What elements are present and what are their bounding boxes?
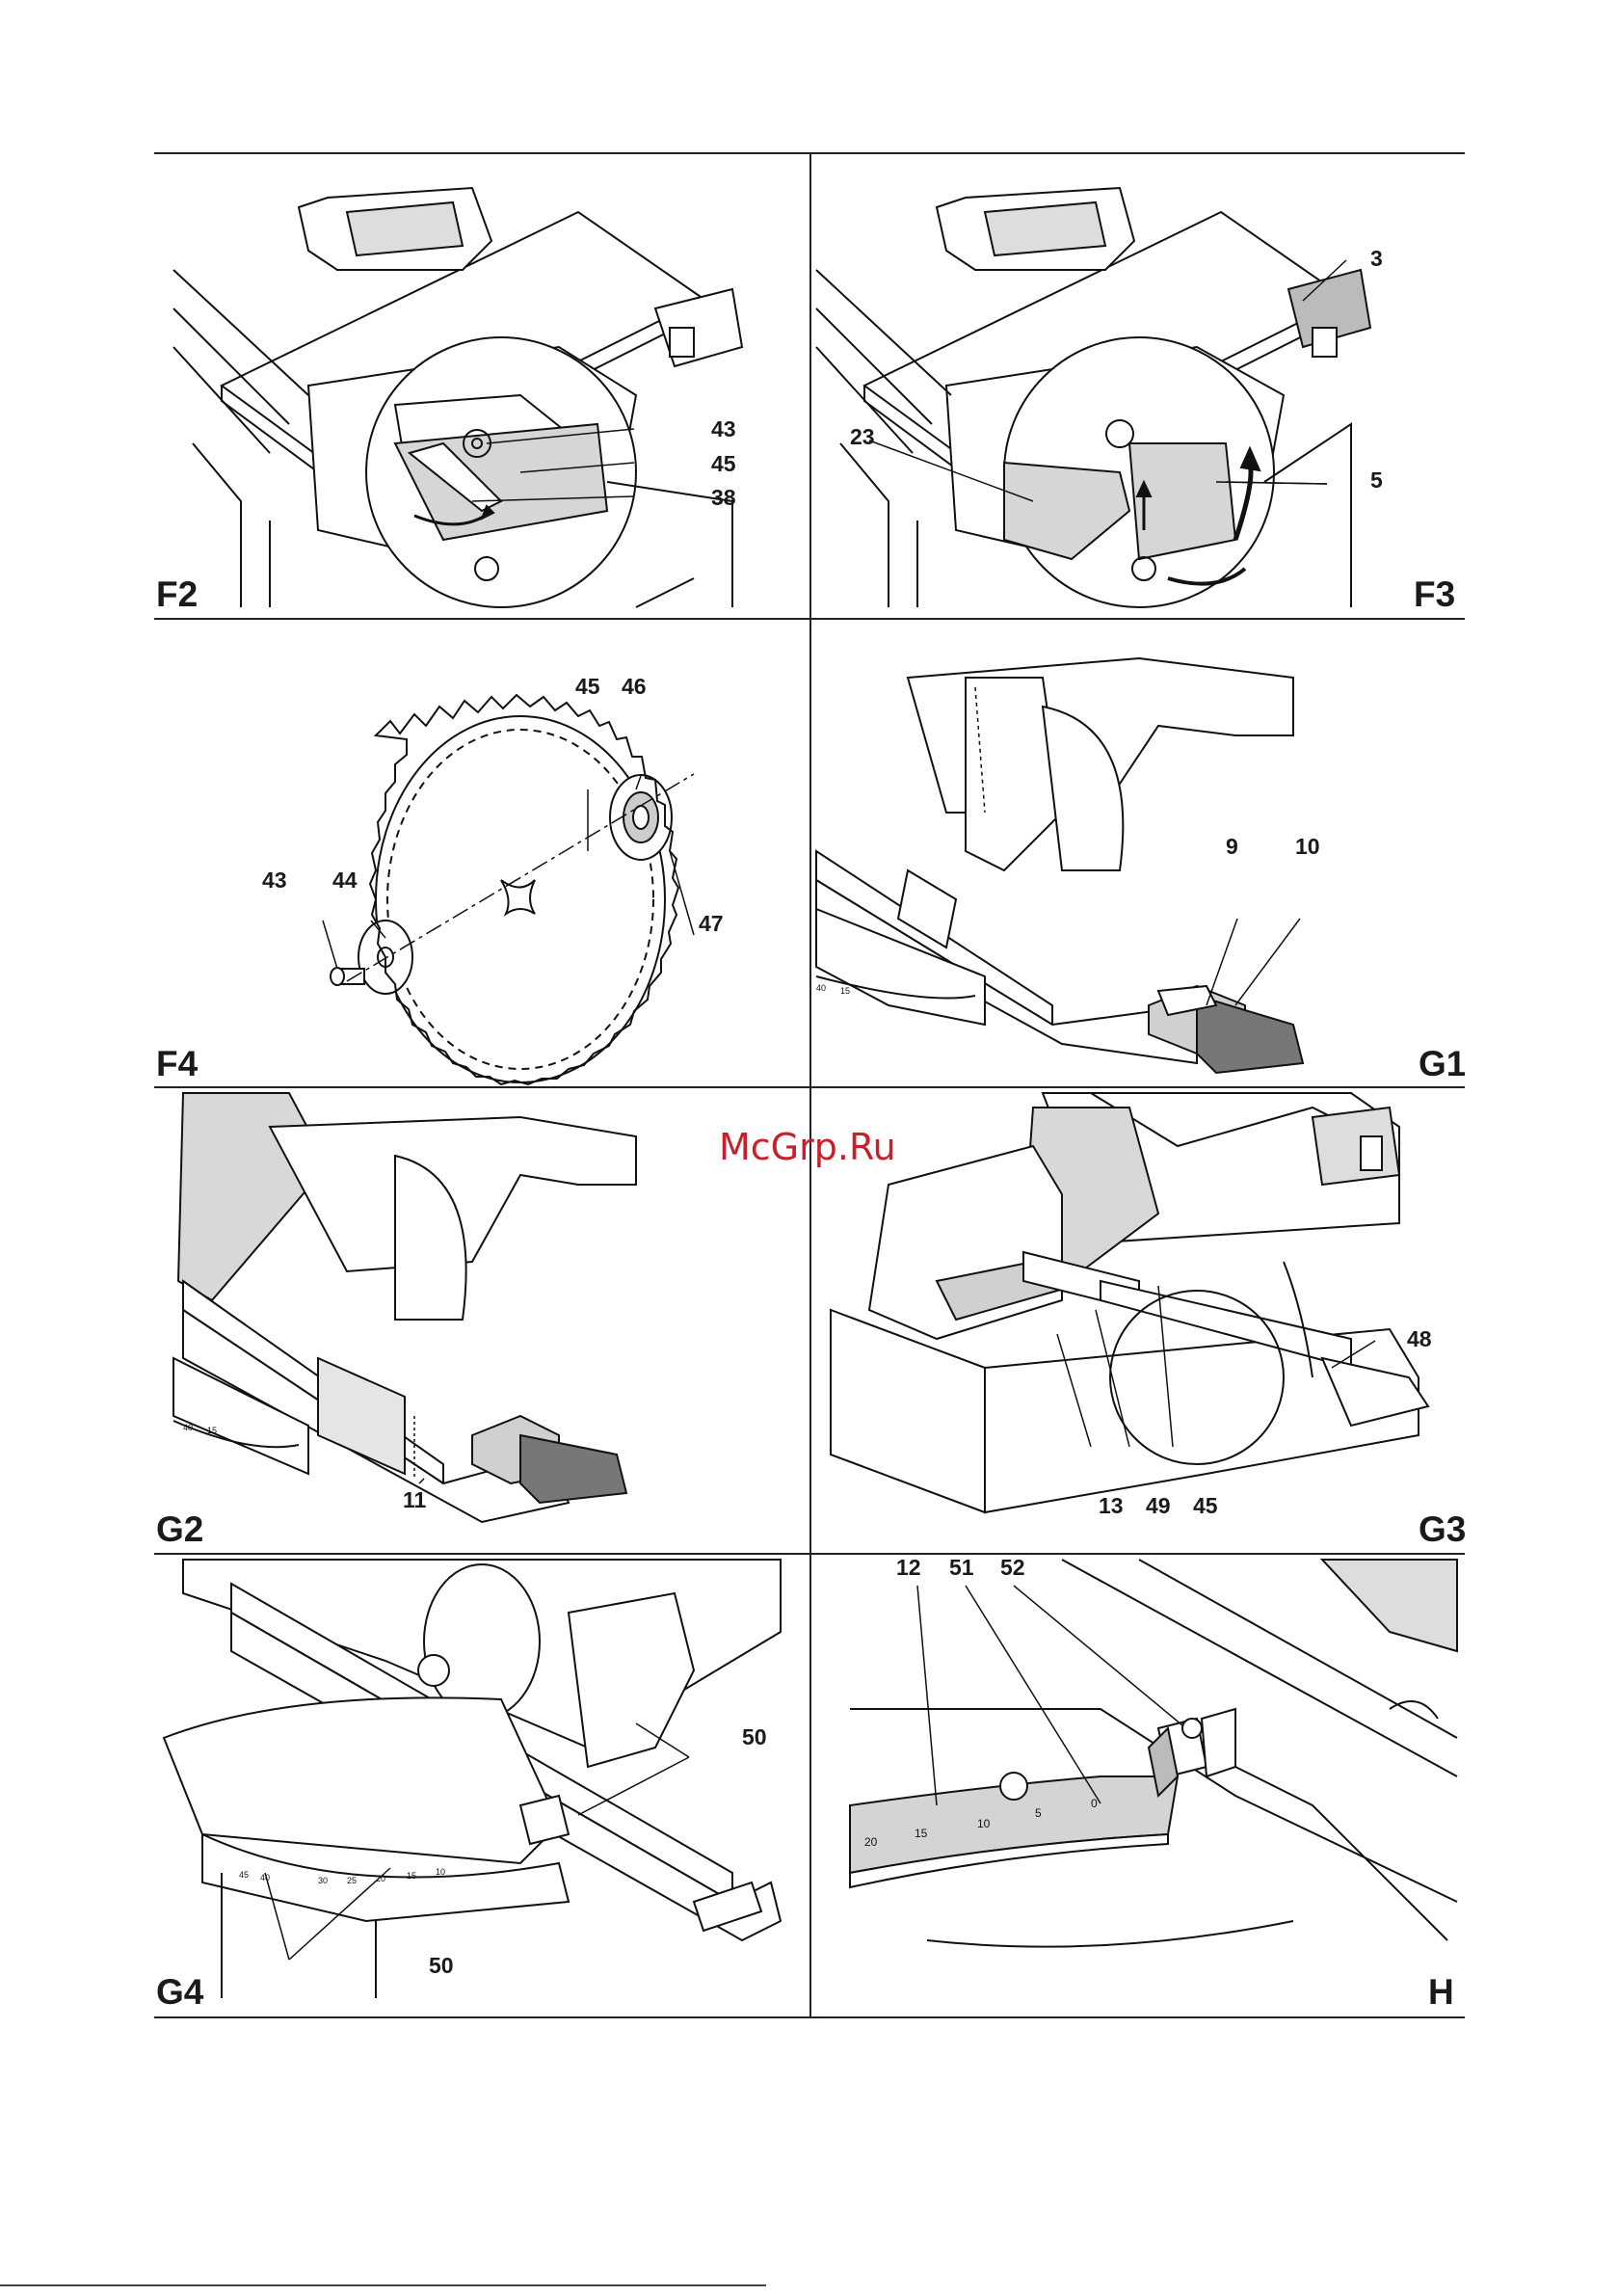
h-scale-mark-5: 5	[1035, 1806, 1042, 1820]
g4-miter-scale-drawing: 45 40 30 25 20 15 10	[154, 1555, 809, 2016]
f3-callout-23: 23	[850, 424, 875, 450]
h-callout-51: 51	[949, 1555, 974, 1581]
h-callout-52: 52	[1000, 1555, 1025, 1581]
figure-h: 20 15 10 5 0 12 51 52 H	[811, 1555, 1465, 2016]
svg-text:15: 15	[207, 1426, 217, 1435]
g1-callout-9: 9	[1226, 834, 1238, 860]
h-scale-mark-20: 20	[864, 1835, 878, 1849]
f2-saw-drawing	[154, 154, 809, 618]
f3-callout-5: 5	[1370, 467, 1383, 494]
g3-callout-48: 48	[1407, 1326, 1432, 1352]
h-scale-mark-0: 0	[1091, 1797, 1098, 1810]
f4-callout-44: 44	[332, 868, 358, 894]
figure-g2: 40 15 11 G2	[154, 1088, 809, 1553]
g4-label: G4	[156, 1972, 203, 2013]
g4-callout-50-bottom: 50	[429, 1953, 454, 1979]
figure-g4: 45 40 30 25 20 15 10 50 50 G4	[154, 1555, 809, 2016]
g3-callout-45: 45	[1193, 1493, 1218, 1519]
f2-callout-45: 45	[711, 451, 736, 477]
figure-g1: 40 15 9 10 G1	[811, 620, 1465, 1086]
h-scale-mark-15: 15	[915, 1827, 928, 1840]
figure-g3: 48 13 49 45 G3	[811, 1088, 1465, 1553]
f3-saw-drawing	[811, 154, 1465, 618]
svg-text:45: 45	[239, 1870, 249, 1880]
svg-text:40: 40	[816, 983, 826, 993]
g4-callout-50-right: 50	[742, 1724, 767, 1750]
svg-text:40: 40	[183, 1423, 193, 1432]
g3-callout-49: 49	[1146, 1493, 1171, 1519]
f3-callout-3: 3	[1370, 246, 1383, 272]
svg-text:30: 30	[318, 1876, 328, 1885]
watermark: McGrp.Ru	[719, 1126, 896, 1168]
svg-text:10: 10	[436, 1867, 445, 1877]
f4-callout-43: 43	[262, 868, 287, 894]
g3-callout-13: 13	[1099, 1493, 1124, 1519]
g1-handle-drawing: 40 15	[811, 620, 1465, 1086]
g2-callout-11: 11	[403, 1487, 426, 1513]
svg-text:25: 25	[347, 1876, 357, 1885]
f4-blade-exploded-drawing	[154, 620, 809, 1086]
g2-rail-drawing: 40 15	[154, 1088, 809, 1553]
g2-label: G2	[156, 1509, 203, 1550]
g1-label: G1	[1419, 1044, 1465, 1084]
svg-text:15: 15	[840, 986, 850, 996]
f2-label: F2	[156, 574, 198, 615]
figure-f2: 43 45 38 F2	[154, 154, 809, 618]
f2-callout-43: 43	[711, 416, 736, 442]
f3-label: F3	[1414, 574, 1455, 615]
f2-callout-38: 38	[711, 485, 736, 511]
h-callout-12: 12	[896, 1555, 921, 1581]
figure-f3: 3 23 5 F3	[811, 154, 1465, 618]
h-label: H	[1428, 1972, 1454, 2013]
footer-line	[0, 2284, 766, 2286]
f4-callout-47: 47	[699, 911, 724, 937]
h-scale-mark-10: 10	[977, 1817, 991, 1830]
g3-square-check-drawing	[811, 1088, 1465, 1553]
g3-label: G3	[1419, 1509, 1465, 1550]
g1-callout-10: 10	[1295, 834, 1320, 860]
figure-f4: 45 46 43 44 47 F4	[154, 620, 809, 1086]
f4-label: F4	[156, 1044, 198, 1084]
f4-callout-46: 46	[622, 674, 647, 700]
f4-callout-45: 45	[575, 674, 600, 700]
h-indicator-drawing: 20 15 10 5 0	[811, 1555, 1465, 2016]
svg-text:20: 20	[376, 1874, 385, 1883]
svg-text:15: 15	[407, 1871, 416, 1881]
